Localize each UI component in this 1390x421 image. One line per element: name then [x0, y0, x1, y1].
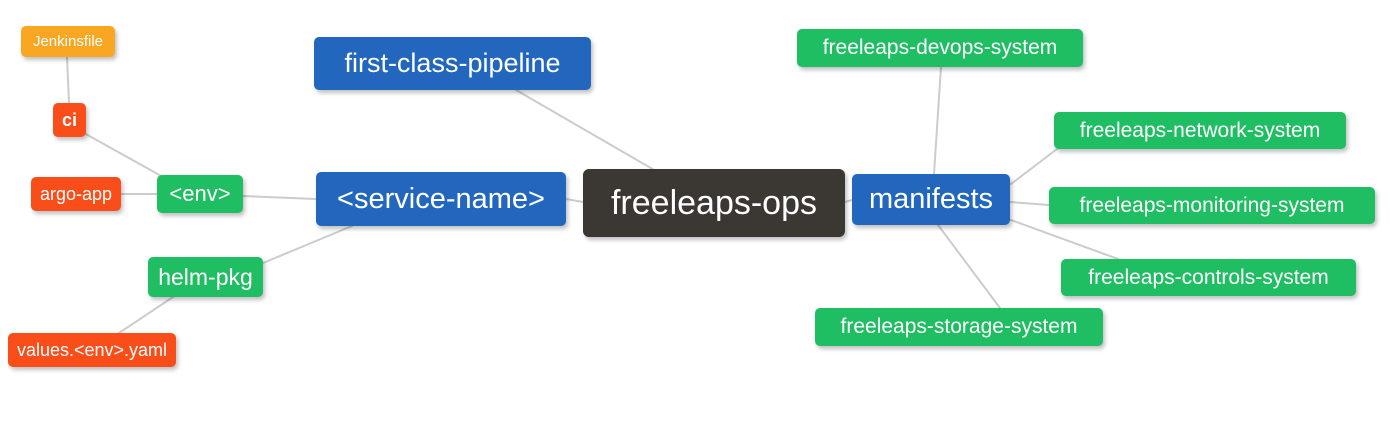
- edge-manifests-network: [1010, 148, 1058, 185]
- edge-manifests-storage: [937, 224, 1001, 309]
- node-freeleaps-devops-system-label: freeleaps-devops-system: [822, 36, 1058, 59]
- node-freeleaps-network-system[interactable]: freeleaps-network-system: [1054, 112, 1346, 149]
- node-helm-pkg[interactable]: helm-pkg: [148, 257, 263, 297]
- node-argo-app[interactable]: argo-app: [31, 177, 121, 211]
- node-freeleaps-storage-system[interactable]: freeleaps-storage-system: [815, 308, 1103, 346]
- node-freeleaps-monitoring-system[interactable]: freeleaps-monitoring-system: [1049, 187, 1375, 224]
- node-helm-pkg-label: helm-pkg: [158, 263, 253, 290]
- node-freeleaps-ops-root[interactable]: freeleaps-ops: [583, 169, 845, 237]
- node-first-class-pipeline[interactable]: first-class-pipeline: [314, 37, 591, 90]
- edge-helm-pkg-values-yaml: [118, 296, 174, 334]
- node-jenkinsfile[interactable]: Jenkinsfile: [21, 26, 115, 57]
- node-service-name[interactable]: <service-name>: [316, 172, 566, 226]
- edge-jenkinsfile-ci: [66, 56, 70, 104]
- node-ci-label: ci: [61, 109, 77, 130]
- node-freeleaps-network-system-label: freeleaps-network-system: [1079, 118, 1321, 142]
- edge-manifests-monitoring: [1009, 201, 1050, 206]
- node-env[interactable]: <env>: [157, 175, 243, 213]
- edge-env-service-name: [242, 195, 317, 200]
- node-jenkinsfile-label: Jenkinsfile: [32, 33, 104, 50]
- node-freeleaps-ops-label: freeleaps-ops: [610, 183, 817, 222]
- node-ci[interactable]: ci: [53, 103, 86, 137]
- edge-service-name-root: [565, 198, 584, 203]
- edge-manifests-devops: [933, 66, 942, 175]
- node-manifests-label: manifests: [868, 183, 994, 215]
- node-first-class-pipeline-label: first-class-pipeline: [344, 48, 561, 78]
- edge-ci-env: [83, 132, 164, 178]
- node-freeleaps-storage-system-label: freeleaps-storage-system: [840, 315, 1078, 338]
- edge-service-name-helm-pkg: [262, 225, 353, 264]
- node-manifests[interactable]: manifests: [852, 174, 1010, 225]
- edge-root-manifests: [844, 199, 853, 203]
- edge-first-class-pipeline-root: [515, 89, 657, 172]
- node-argo-app-label: argo-app: [39, 183, 113, 204]
- node-values-env-yaml-label: values.<env>.yaml: [16, 339, 168, 360]
- edge-manifests-controls: [1010, 219, 1119, 260]
- node-values-env-yaml[interactable]: values.<env>.yaml: [8, 333, 176, 367]
- node-freeleaps-controls-system-label: freeleaps-controls-system: [1088, 265, 1329, 289]
- node-freeleaps-devops-system[interactable]: freeleaps-devops-system: [797, 29, 1083, 67]
- node-service-name-label: <service-name>: [337, 182, 545, 215]
- node-freeleaps-monitoring-system-label: freeleaps-monitoring-system: [1079, 193, 1345, 217]
- node-env-label: <env>: [169, 181, 231, 206]
- node-freeleaps-controls-system[interactable]: freeleaps-controls-system: [1061, 259, 1356, 296]
